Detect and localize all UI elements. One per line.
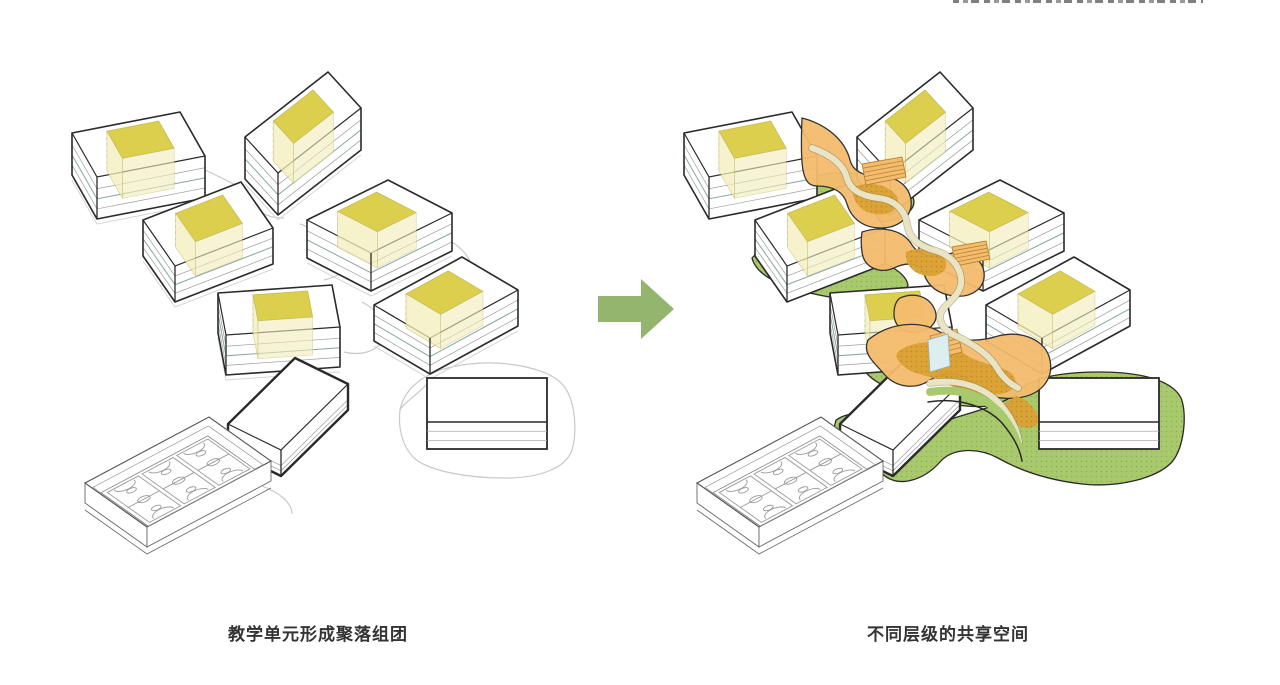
teaching-unit-block bbox=[71, 111, 206, 225]
teaching-unit-block bbox=[142, 181, 274, 308]
stepped-ramp bbox=[861, 156, 907, 186]
glass-link bbox=[927, 333, 951, 373]
basketball-courts bbox=[107, 439, 250, 522]
circulation-path bbox=[398, 362, 576, 479]
left-cluster-diagram bbox=[71, 71, 576, 554]
teaching-unit-block bbox=[244, 71, 362, 221]
annex-slab-block bbox=[1038, 377, 1160, 450]
teaching-unit-block bbox=[217, 284, 341, 381]
annex-slab-block bbox=[226, 356, 350, 478]
meandering-walkway bbox=[809, 145, 1021, 391]
sports-court-tray bbox=[85, 417, 271, 554]
teaching-unit-block bbox=[306, 179, 453, 297]
caption-left: 教学单元形成聚落组团 bbox=[228, 625, 408, 644]
teaching-unit-block bbox=[373, 256, 519, 380]
basketball-courts bbox=[719, 439, 862, 522]
green-terrace-band bbox=[926, 386, 1023, 455]
annex-slab-block bbox=[426, 377, 548, 450]
terrace-edge-line bbox=[927, 399, 1023, 462]
caption-right: 不同层级的共享空间 bbox=[867, 625, 1029, 644]
shared-space-connector bbox=[800, 117, 1052, 462]
clipped-top-text-fragments bbox=[953, 0, 1203, 3]
transform-arrow bbox=[598, 279, 674, 339]
circulation-path bbox=[261, 485, 293, 515]
right-cluster-diagram bbox=[683, 71, 1185, 554]
teaching-unit-block bbox=[683, 111, 818, 220]
sports-court-tray bbox=[697, 417, 883, 554]
